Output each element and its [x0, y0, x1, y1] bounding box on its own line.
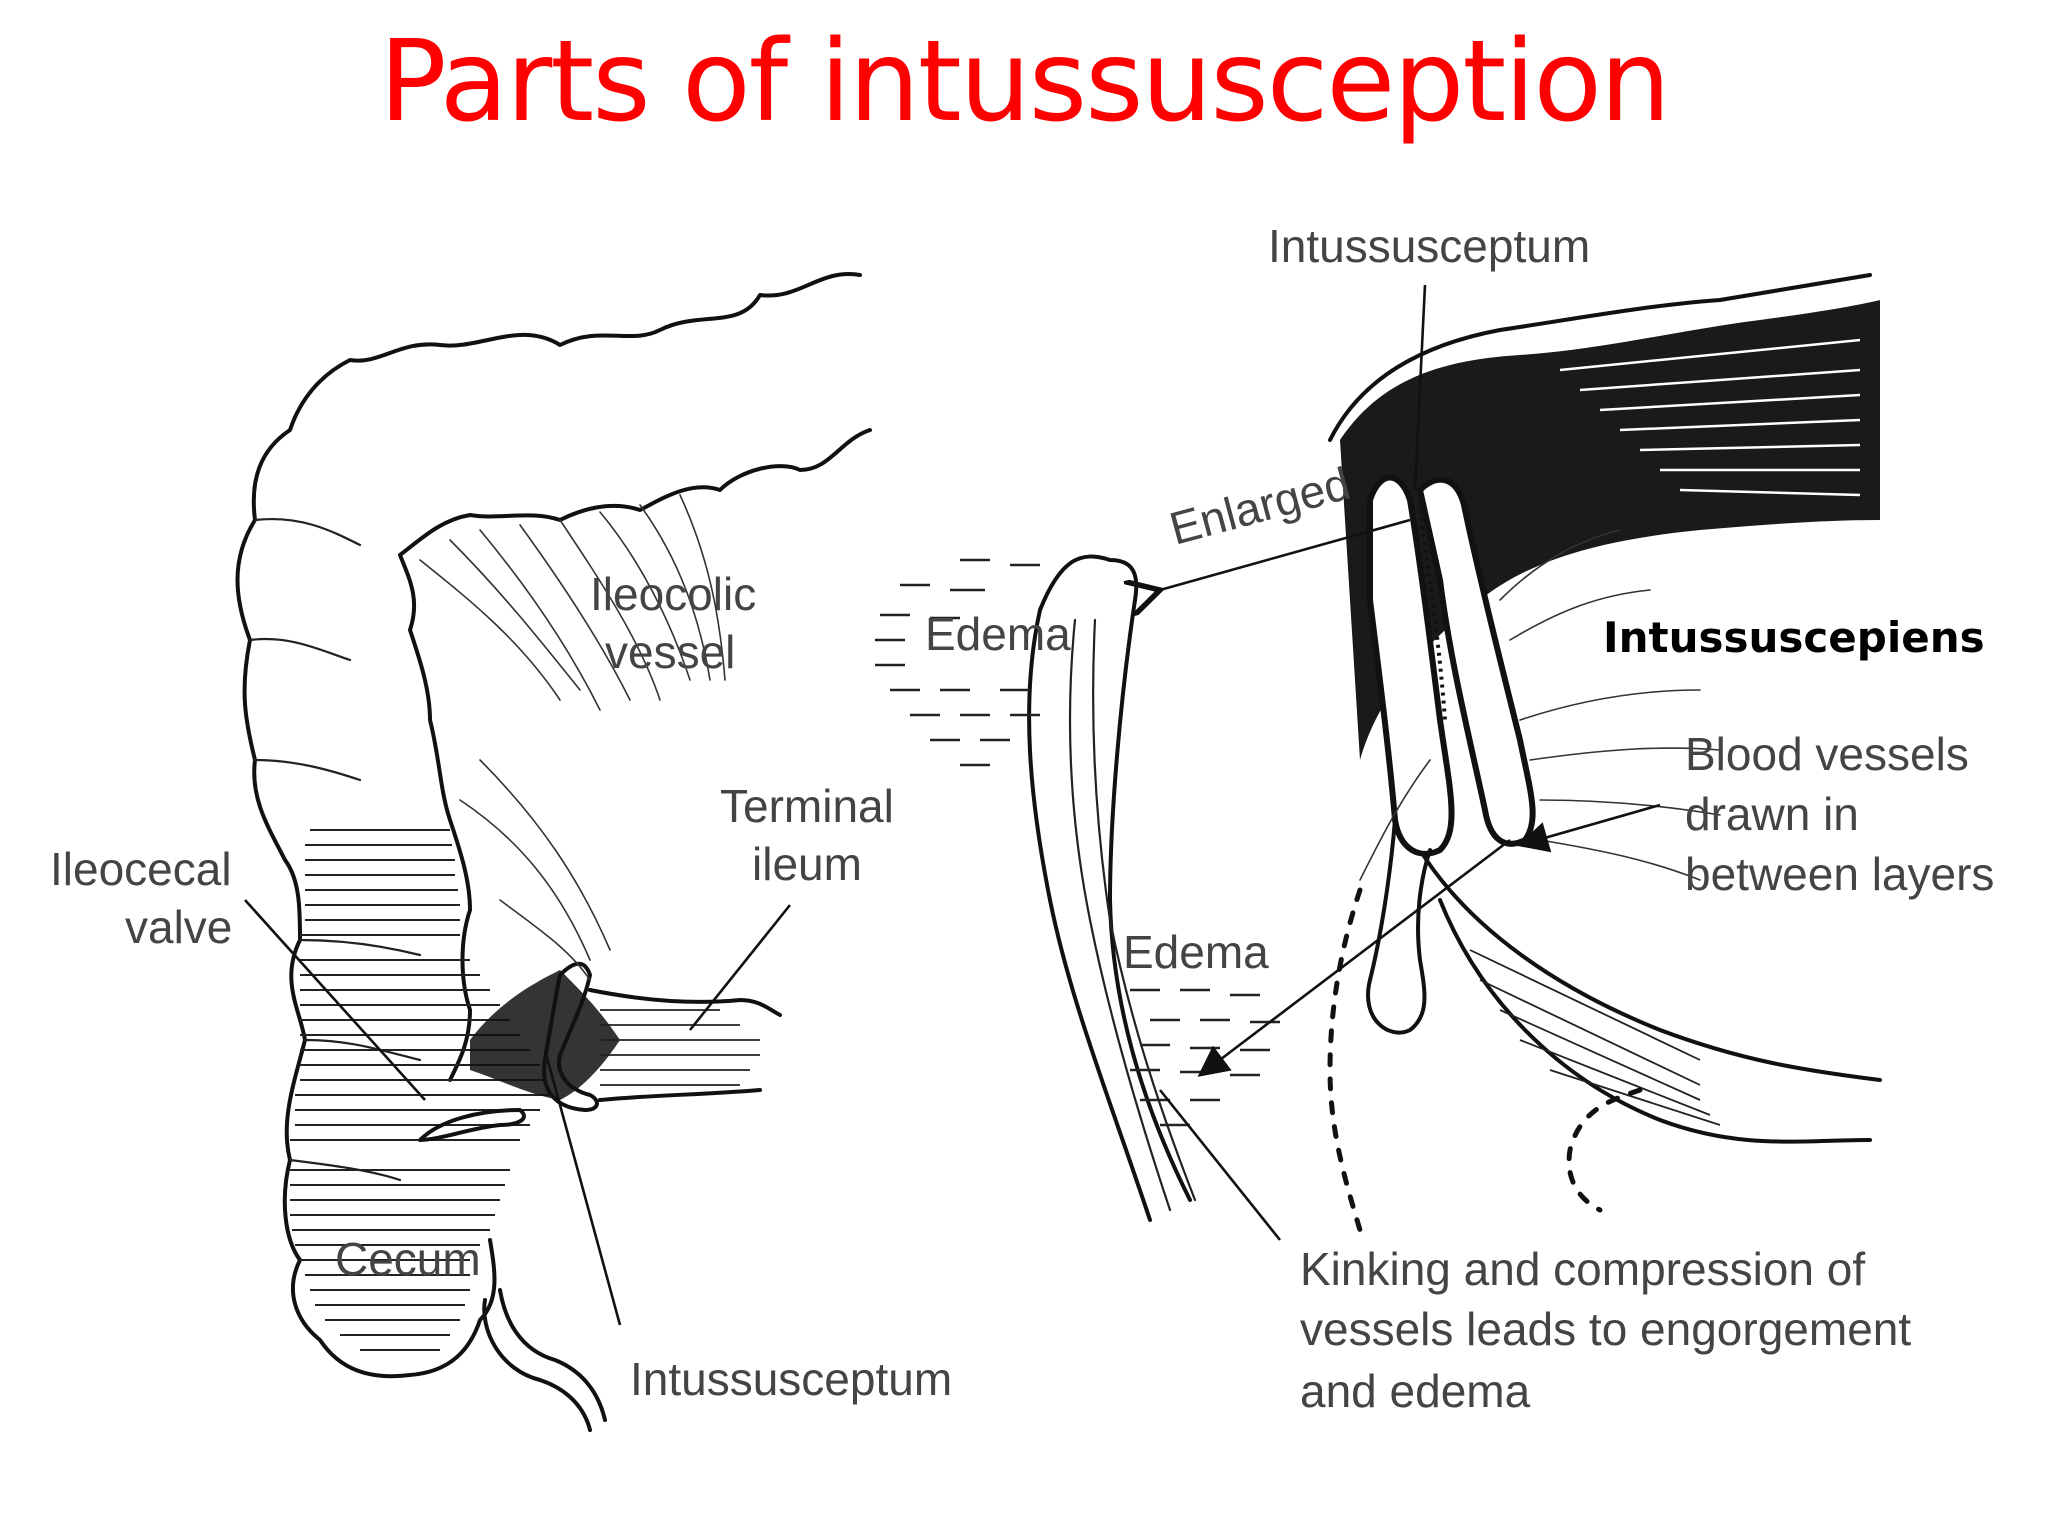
intussuscepiens-lower-hatching: [1469, 949, 1721, 1126]
label-intussusceptum-right: Intussusceptum: [1268, 220, 1590, 272]
label-edema-top: Edema: [925, 608, 1071, 660]
intussusceptum-inner-tube: [1416, 476, 1536, 847]
kinking-leader: [1158, 1089, 1282, 1241]
label-terminal-ileum-line1: Terminal: [720, 780, 894, 832]
terminal-ileum-hatching: [600, 1009, 760, 1086]
appendix: [482, 1288, 607, 1432]
intussusceptum-top-leader: [1413, 284, 1427, 491]
label-edema-bottom: Edema: [1123, 926, 1269, 978]
label-kinking-line2: vessels leads to engorgement: [1300, 1303, 1911, 1355]
label-blood-vessels-line2: drawn in: [1685, 788, 1859, 840]
intussuscepiens-highlights: [1559, 338, 1861, 497]
label-ileocolic-line2: vessel: [605, 626, 735, 678]
label-kinking-line1: Kinking and compression of: [1300, 1243, 1865, 1295]
intussuscepiens-outer-wall: [1328, 273, 1872, 442]
label-ileocecal-line1: Ileocecal: [50, 843, 232, 895]
slide-title: Parts of intussusception: [379, 17, 1671, 147]
mesentery-dotted-boundary-1: [1327, 887, 1363, 1233]
colon-outer-wall: [235, 272, 862, 1379]
label-terminal-ileum-line2: ileum: [752, 838, 862, 890]
intussusceptum-bottom-leader: [543, 1049, 622, 1326]
left-colon-illustration: [235, 272, 872, 1432]
blood-vessels-leader: [1517, 803, 1661, 853]
right-enlarged-illustration: [875, 273, 1882, 1241]
intussusceptum-loop: [1366, 818, 1432, 1035]
terminal-ileum-wall-bottom: [598, 1088, 762, 1102]
intussuscepiens-lower-wall-2: [1438, 898, 1872, 1144]
intussuscepiens-dark-region: [1340, 300, 1880, 760]
label-ileocolic-line1: Ileocolic: [590, 568, 756, 620]
intussusceptum-folded-tube: [1367, 474, 1455, 857]
label-ileocecal-line2: valve: [125, 901, 232, 953]
right-mesentery-strokes: [1359, 529, 1721, 881]
left-mesentery-strokes: [419, 494, 726, 981]
edema-arrow: [1197, 838, 1511, 1077]
label-cecum: Cecum: [335, 1233, 481, 1285]
intussuscepiens-lower-wall: [1418, 848, 1882, 1082]
edema-strands: [1027, 554, 1197, 1222]
label-blood-vessels-line3: between layers: [1685, 848, 1994, 900]
label-intussusceptum-left: Intussusceptum: [630, 1353, 952, 1405]
ileocecal-valve-leader: [244, 899, 426, 1101]
colon-inner-wall: [398, 428, 872, 1082]
label-intussuscepiens: Intussuscepiens: [1603, 613, 1985, 662]
label-enlarged: Enlarged: [1164, 457, 1355, 555]
mesentery-dotted-boundary-2: [1566, 1087, 1643, 1213]
left-intussusceptum-loop: [542, 961, 599, 1112]
terminal-ileum-leader: [688, 904, 792, 1031]
intussusceptum-dotted-line: [1418, 509, 1447, 721]
enlarged-arrow: [1160, 518, 1411, 590]
label-blood-vessels-line1: Blood vessels: [1685, 728, 1969, 780]
terminal-ileum-wall-top: [588, 988, 782, 1017]
left-valve-lip: [418, 1108, 526, 1142]
edema-dashes-bottom: [1130, 988, 1280, 1127]
colon-hatching: [290, 829, 550, 1351]
edema-dashes-top: [875, 558, 1040, 767]
label-kinking-line3: and edema: [1300, 1365, 1531, 1417]
